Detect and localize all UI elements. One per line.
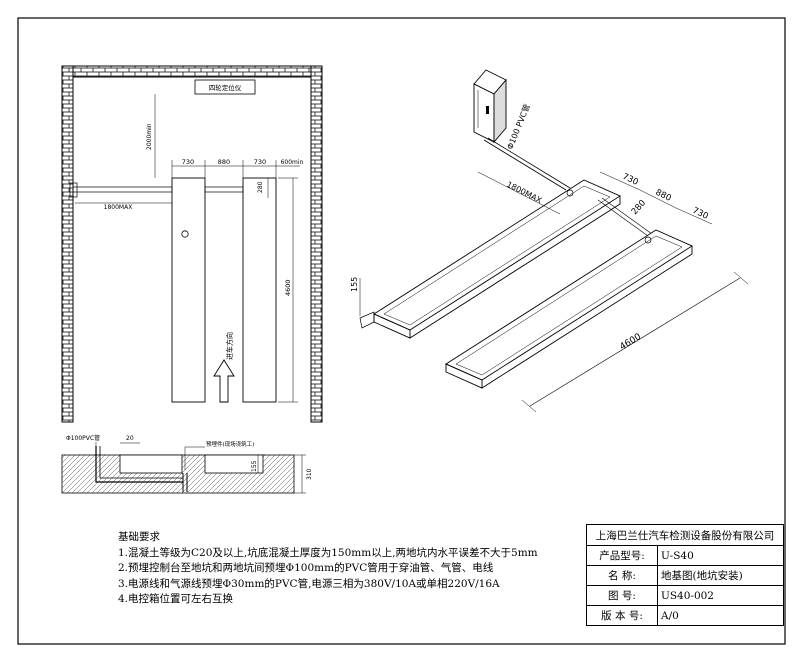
pvc-pipe-between: [204, 186, 244, 193]
section-view: Φ100PVC管 20 预埋件(现场浇筑工) 155 310: [61, 434, 313, 494]
dim-310: 310: [306, 468, 313, 480]
iso-dim-1800: 1800MAX: [505, 180, 544, 206]
notes-title: 基础要求: [118, 531, 160, 543]
pit-right: [242, 177, 277, 403]
dim-730-left: 730: [182, 158, 194, 166]
iso-pvc-pipe: [483, 139, 567, 191]
plan-view: 四轮定位仪 2000min 730 880 730 600min 1800MAX…: [61, 65, 323, 423]
iso-dim-155: 155: [350, 277, 359, 292]
iso-dim-730-b: 730: [691, 206, 710, 222]
tb-label-model: 产品型号:: [586, 545, 658, 566]
wall-right: [310, 65, 323, 423]
wall-left: [61, 65, 74, 423]
dim-2000: 2000min: [146, 123, 153, 150]
pvc-pipe-plan: [72, 186, 173, 193]
dim-600: 600min: [281, 159, 304, 166]
section-pit-left: [119, 454, 183, 474]
drawing-frame: [17, 17, 786, 645]
aligner-box: [194, 79, 256, 95]
tb-label-version: 版 本 号:: [586, 605, 658, 626]
dim-880: 880: [218, 158, 230, 166]
embed-label: 预埋件(现场浇筑工): [206, 440, 254, 448]
title-block: 上海巴兰仕汽车检测设备股份有限公司 产品型号: U-S40 名 称: 地基图(地…: [586, 524, 784, 626]
dim-155-section: 155: [251, 460, 258, 472]
dim-280-plan: 280: [257, 181, 264, 193]
section-pit-right: [204, 454, 264, 474]
iso-pvc-label: Φ100 PVC管: [505, 102, 532, 150]
iso-view: Φ100 PVC管 155 730 880 280 730 1800MAX: [350, 69, 749, 413]
entry-direction-label: 进车方向: [225, 332, 234, 360]
dim-730-right: 730: [254, 158, 266, 166]
company-name: 上海巴兰仕汽车检测设备股份有限公司: [586, 524, 784, 546]
note-item: 2.预埋控制台至地坑和两地坑间预埋Φ100mm的PVC管用于穿油管、气管、电线: [118, 562, 494, 575]
iso-dim-4600: 4600: [618, 332, 643, 353]
tb-label-drawing-no: 图 号:: [586, 585, 658, 606]
dim-4600-plan: 4600: [284, 279, 292, 296]
tb-value-drawing-no: US40-002: [657, 585, 784, 606]
dim-20: 20: [126, 435, 134, 442]
tb-value-model: U-S40: [657, 545, 784, 566]
note-item: 1.混凝土等级为C20及以上,坑底混凝土厚度为150mm以上,两地坑内水平误差不…: [118, 546, 538, 559]
arrow-up-icon: [213, 359, 235, 403]
iso-dim-280: 280: [630, 198, 648, 217]
tb-value-name: 地基图(地坑安装): [657, 565, 784, 586]
pipe-outlet: [181, 230, 189, 238]
tb-label-name: 名 称:: [586, 565, 658, 586]
note-item: 3.电源线和气源线预埋Φ30mm的PVC管,电源三相为380V/10A或单相22…: [118, 577, 500, 590]
foundation-notes: 基础要求 1.混凝土等级为C20及以上,坑底混凝土厚度为150mm以上,两地坑内…: [118, 530, 538, 608]
control-cabinet: [493, 78, 507, 144]
note-item: 4.电控箱位置可左右互换: [118, 593, 234, 606]
pit-left: [171, 177, 206, 403]
section-pvc-pipe: [95, 446, 183, 483]
section-pvc-label: Φ100PVC管: [66, 434, 100, 442]
aligner-label: 四轮定位仪: [209, 83, 242, 92]
dim-1800: 1800MAX: [104, 204, 133, 211]
tb-value-version: A/0: [657, 605, 784, 626]
wall-top: [61, 65, 323, 78]
